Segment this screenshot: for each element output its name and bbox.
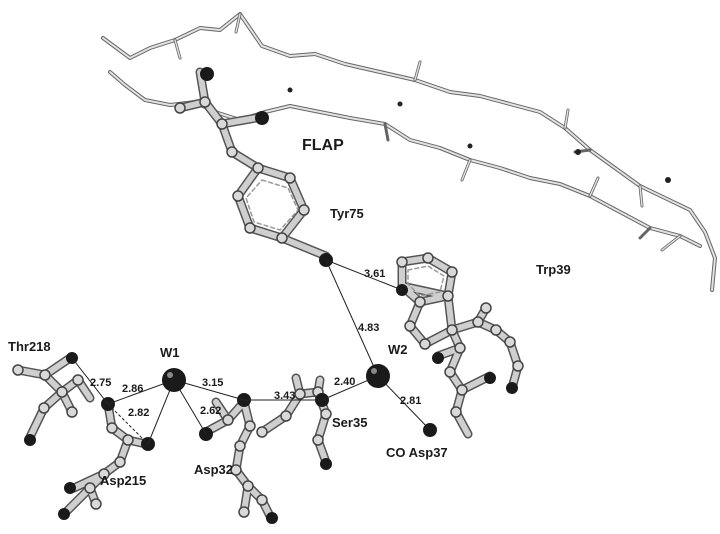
distance-label: 2.62: [200, 405, 221, 417]
flap-strand-upper-inner: [102, 13, 716, 291]
label-flap: FLAP: [302, 137, 344, 154]
label-thr218: Thr218: [8, 339, 51, 354]
label-tyr75: Tyr75: [330, 206, 364, 221]
trp39-oxygen: [432, 352, 444, 364]
flap-atom: [397, 101, 403, 107]
flap-strand-upper: [101, 12, 717, 292]
label-asp32: Asp32: [194, 462, 233, 477]
label-w1: W1: [160, 345, 180, 360]
distance-label: 3.15: [202, 377, 223, 389]
trp39-oxygen: [506, 382, 518, 394]
distance-label: 3.43: [274, 390, 295, 402]
hbond-tyr75-trp39: [325, 259, 403, 291]
flap-atom: [665, 177, 671, 183]
asp32-oxygen: [266, 512, 278, 524]
hbond-w2-asp37: [377, 375, 431, 431]
distance-label: 4.83: [358, 322, 379, 334]
distance-label: 2.40: [334, 376, 355, 388]
asp215-oxygen: [58, 508, 70, 520]
trp39-residue: [396, 252, 524, 439]
ser35-residue: [256, 373, 332, 470]
flap-branch: [383, 122, 390, 142]
distance-label: 2.86: [122, 383, 143, 395]
asp215-oxygen: [64, 482, 76, 494]
water-molecules: [162, 364, 390, 392]
distance-label: 3.61: [364, 268, 385, 280]
flap-atom: [467, 143, 473, 149]
water-w1: [162, 368, 186, 392]
distance-label: 2.82: [128, 407, 149, 419]
tyr75-residue: [174, 67, 333, 267]
thr218-oxygen: [24, 434, 36, 446]
distance-labels: 3.61 4.83 2.75 2.86 2.82 3.15 2.62 3.43 …: [90, 268, 421, 419]
hbond-tyr75-w2: [325, 259, 379, 377]
flap-backbone: [101, 12, 717, 292]
flap-strand-lower-inner: [109, 71, 701, 247]
water-w2: [366, 364, 390, 388]
flap-atom: [575, 149, 581, 155]
thr218-residue: [12, 352, 95, 446]
label-trp39: Trp39: [536, 262, 571, 277]
ser35-oxygen: [320, 458, 332, 470]
distance-label: 2.75: [90, 377, 111, 389]
trp39-oxygen: [484, 372, 496, 384]
flap-atom: [287, 87, 293, 93]
distance-label: 2.81: [400, 395, 421, 407]
hbond-asp215-inner: [107, 403, 149, 445]
flap-strand-lower: [108, 70, 702, 248]
asp32-residue: [199, 393, 278, 524]
hbond-w1-asp32-a: [173, 379, 245, 401]
tyr75-backbone-oxygen: [200, 67, 214, 81]
tyr75-backbone-n: [255, 111, 269, 125]
labels: FLAP Tyr75 Trp39 Thr218 W1 W2 Ser35 Asp2…: [8, 137, 571, 488]
flap-branch: [638, 226, 652, 240]
label-co-asp37: CO Asp37: [386, 445, 448, 460]
asp215-residue: [58, 397, 155, 520]
hbond-thr218-asp215: [71, 357, 109, 405]
label-w2: W2: [388, 342, 408, 357]
label-asp215: Asp215: [100, 473, 146, 488]
label-ser35: Ser35: [332, 415, 367, 430]
